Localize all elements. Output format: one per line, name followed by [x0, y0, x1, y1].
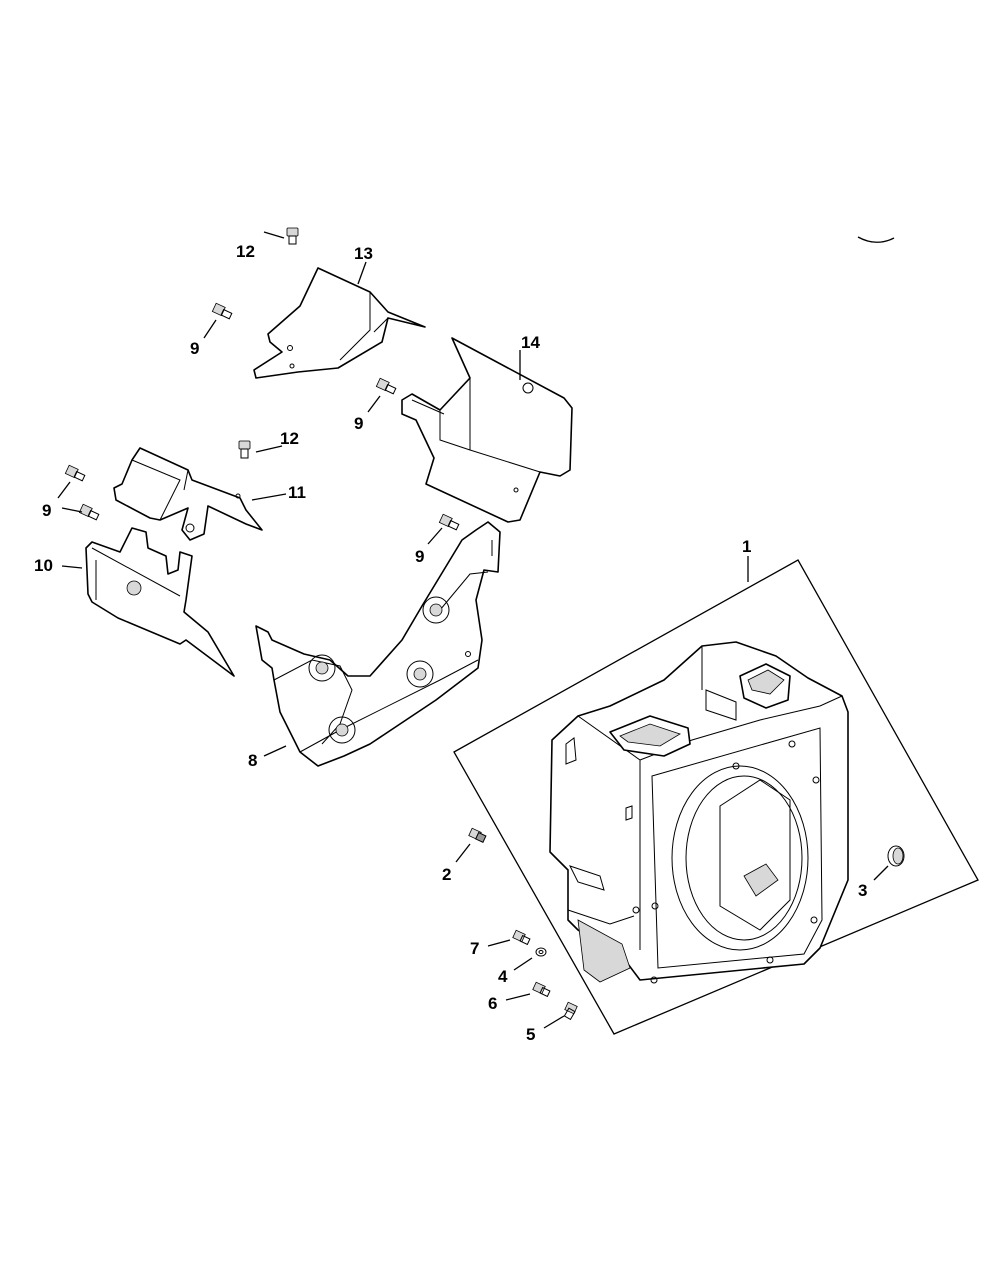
assembly-frame-part-1	[453, 559, 979, 1035]
baffle-part-8	[255, 521, 501, 767]
callout-9-right: 9	[354, 414, 363, 433]
callout-1: 1	[742, 537, 751, 556]
grommet-lower	[328, 716, 356, 744]
shroud-part-13	[253, 267, 426, 379]
bolt-part-9-upper	[211, 302, 233, 320]
callout-13: 13	[354, 244, 373, 263]
callout-10: 10	[34, 556, 53, 575]
grommet-left	[308, 654, 336, 682]
callout-4: 4	[498, 967, 508, 986]
screw-part-5	[563, 1001, 578, 1021]
grommet-middle	[406, 660, 434, 688]
washer-part-4	[535, 947, 547, 957]
callout-8: 8	[248, 751, 257, 770]
bolt-part-12-upper	[286, 227, 299, 245]
callout-3: 3	[858, 881, 867, 900]
leader-lines	[57, 231, 889, 1029]
shroud-part-14	[401, 337, 573, 523]
callout-12-upper: 12	[236, 242, 255, 261]
callout-14: 14	[521, 333, 540, 352]
grommet-upper	[422, 596, 450, 624]
shroud-part-10	[85, 527, 235, 677]
callout-6: 6	[488, 994, 497, 1013]
screw-part-7	[512, 929, 531, 946]
blower-housing	[549, 641, 849, 984]
callout-5: 5	[526, 1025, 535, 1044]
screw-part-6	[532, 981, 551, 998]
bolt-part-9-right	[375, 377, 397, 395]
callout-9-left: 9	[42, 501, 51, 520]
bolt-part-9-baffle	[438, 513, 460, 531]
bolt-part-9-left-lower	[78, 503, 100, 521]
stud-part-2	[468, 827, 487, 843]
callout-11: 11	[288, 483, 306, 502]
callout-2: 2	[442, 865, 451, 884]
callout-9-baffle: 9	[415, 547, 424, 566]
plug-part-3	[887, 845, 905, 867]
callout-9-upper: 9	[190, 339, 199, 358]
edge-arc	[857, 236, 895, 243]
bolt-part-9-left-upper	[64, 464, 86, 482]
callout-12-middle: 12	[280, 429, 299, 448]
bracket-part-11	[113, 447, 263, 541]
bolt-part-12-middle	[238, 440, 251, 459]
callout-7: 7	[470, 939, 479, 958]
